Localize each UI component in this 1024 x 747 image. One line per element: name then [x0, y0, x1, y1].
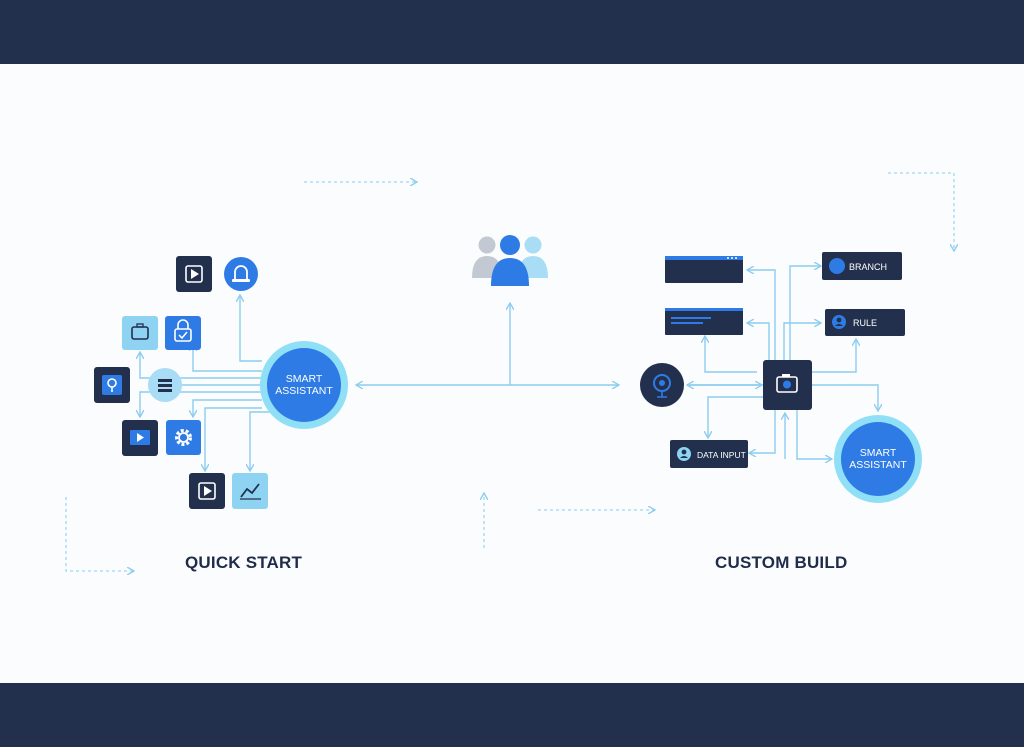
- branch-node: BRANCH: [822, 252, 902, 280]
- lock-check-icon: [165, 316, 201, 350]
- hub-left-line2: ASSISTANT: [275, 385, 333, 397]
- briefcase-icon: [122, 316, 158, 350]
- lock-circle-icon: [224, 257, 258, 291]
- hub-left-line1: SMART: [286, 373, 323, 385]
- rule-node: RULE: [825, 309, 905, 336]
- smart-assistant-hub-right: SMART ASSISTANT: [834, 415, 922, 503]
- text-panel: [665, 308, 743, 335]
- connectors: [140, 266, 878, 470]
- camera-core-node: [763, 360, 812, 410]
- data-input-label: DATA INPUT: [697, 450, 746, 460]
- bottom-band: [0, 683, 1024, 747]
- users-group-icon: [472, 235, 548, 286]
- tile-video-bottom: [189, 473, 225, 509]
- rule-label: RULE: [853, 318, 877, 328]
- branch-label: BRANCH: [849, 262, 887, 272]
- decorative-dashes: [65, 172, 954, 571]
- location-pin-icon: [94, 367, 130, 403]
- chart-icon: [232, 473, 268, 509]
- microphone-icon: [640, 363, 684, 407]
- top-band: [0, 0, 1024, 64]
- list-circle-icon: [148, 368, 182, 402]
- hub-right-line2: ASSISTANT: [849, 459, 907, 471]
- quick-start-caption: QUICK START: [185, 553, 303, 572]
- tile-video-top: [176, 256, 212, 292]
- video-icon: [122, 420, 158, 456]
- hub-right-line1: SMART: [860, 447, 897, 459]
- data-input-node: DATA INPUT: [670, 440, 748, 468]
- custom-build-caption: CUSTOM BUILD: [715, 553, 848, 572]
- smart-assistant-hub-left: SMART ASSISTANT: [260, 341, 348, 429]
- window-panel-top: [665, 256, 743, 283]
- gear-icon: [166, 420, 201, 455]
